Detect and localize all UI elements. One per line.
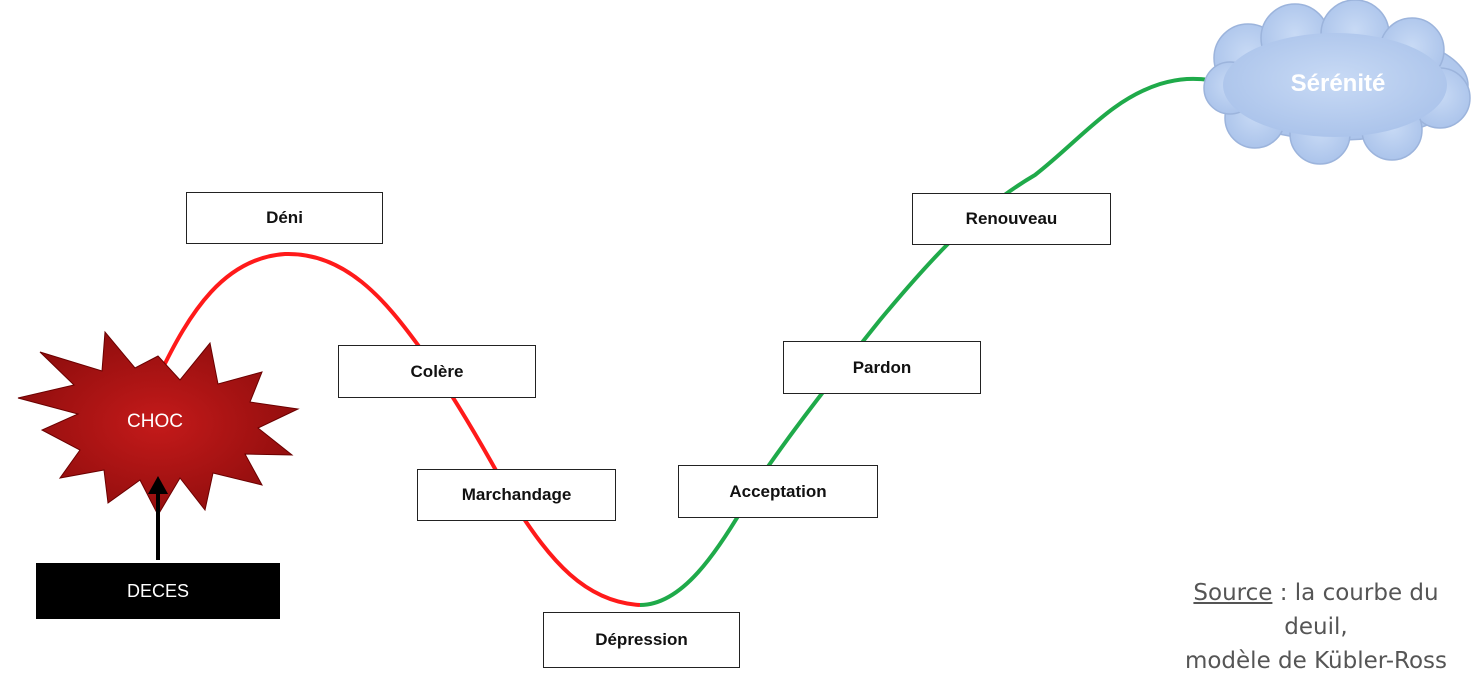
arrow-head bbox=[148, 476, 168, 494]
rising-curve bbox=[639, 76, 1211, 607]
stage-renouveau: Renouveau bbox=[912, 193, 1111, 245]
stage-acceptation: Acceptation bbox=[678, 465, 878, 518]
serenity-cloud bbox=[1203, 0, 1471, 165]
source-caption: Source : la courbe du deuil, modèle de K… bbox=[1166, 576, 1466, 678]
stage-colere: Colère bbox=[338, 345, 536, 398]
source-link[interactable]: Source bbox=[1193, 580, 1273, 606]
serenity-label: Sérénité bbox=[1290, 70, 1386, 97]
grief-curve-diagram bbox=[17, 0, 1471, 607]
declining-curve bbox=[156, 251, 641, 607]
source-text-line1: : la courbe du deuil, bbox=[1272, 580, 1439, 640]
source-text-line2: modèle de Kübler-Ross bbox=[1184, 648, 1448, 674]
shock-label: CHOC bbox=[127, 411, 183, 432]
stage-pardon: Pardon bbox=[783, 341, 981, 394]
death-box: DECES bbox=[36, 563, 280, 619]
stage-marchandage: Marchandage bbox=[417, 469, 616, 521]
stage-deni: Déni bbox=[186, 192, 383, 244]
stage-depression: Dépression bbox=[543, 612, 740, 668]
